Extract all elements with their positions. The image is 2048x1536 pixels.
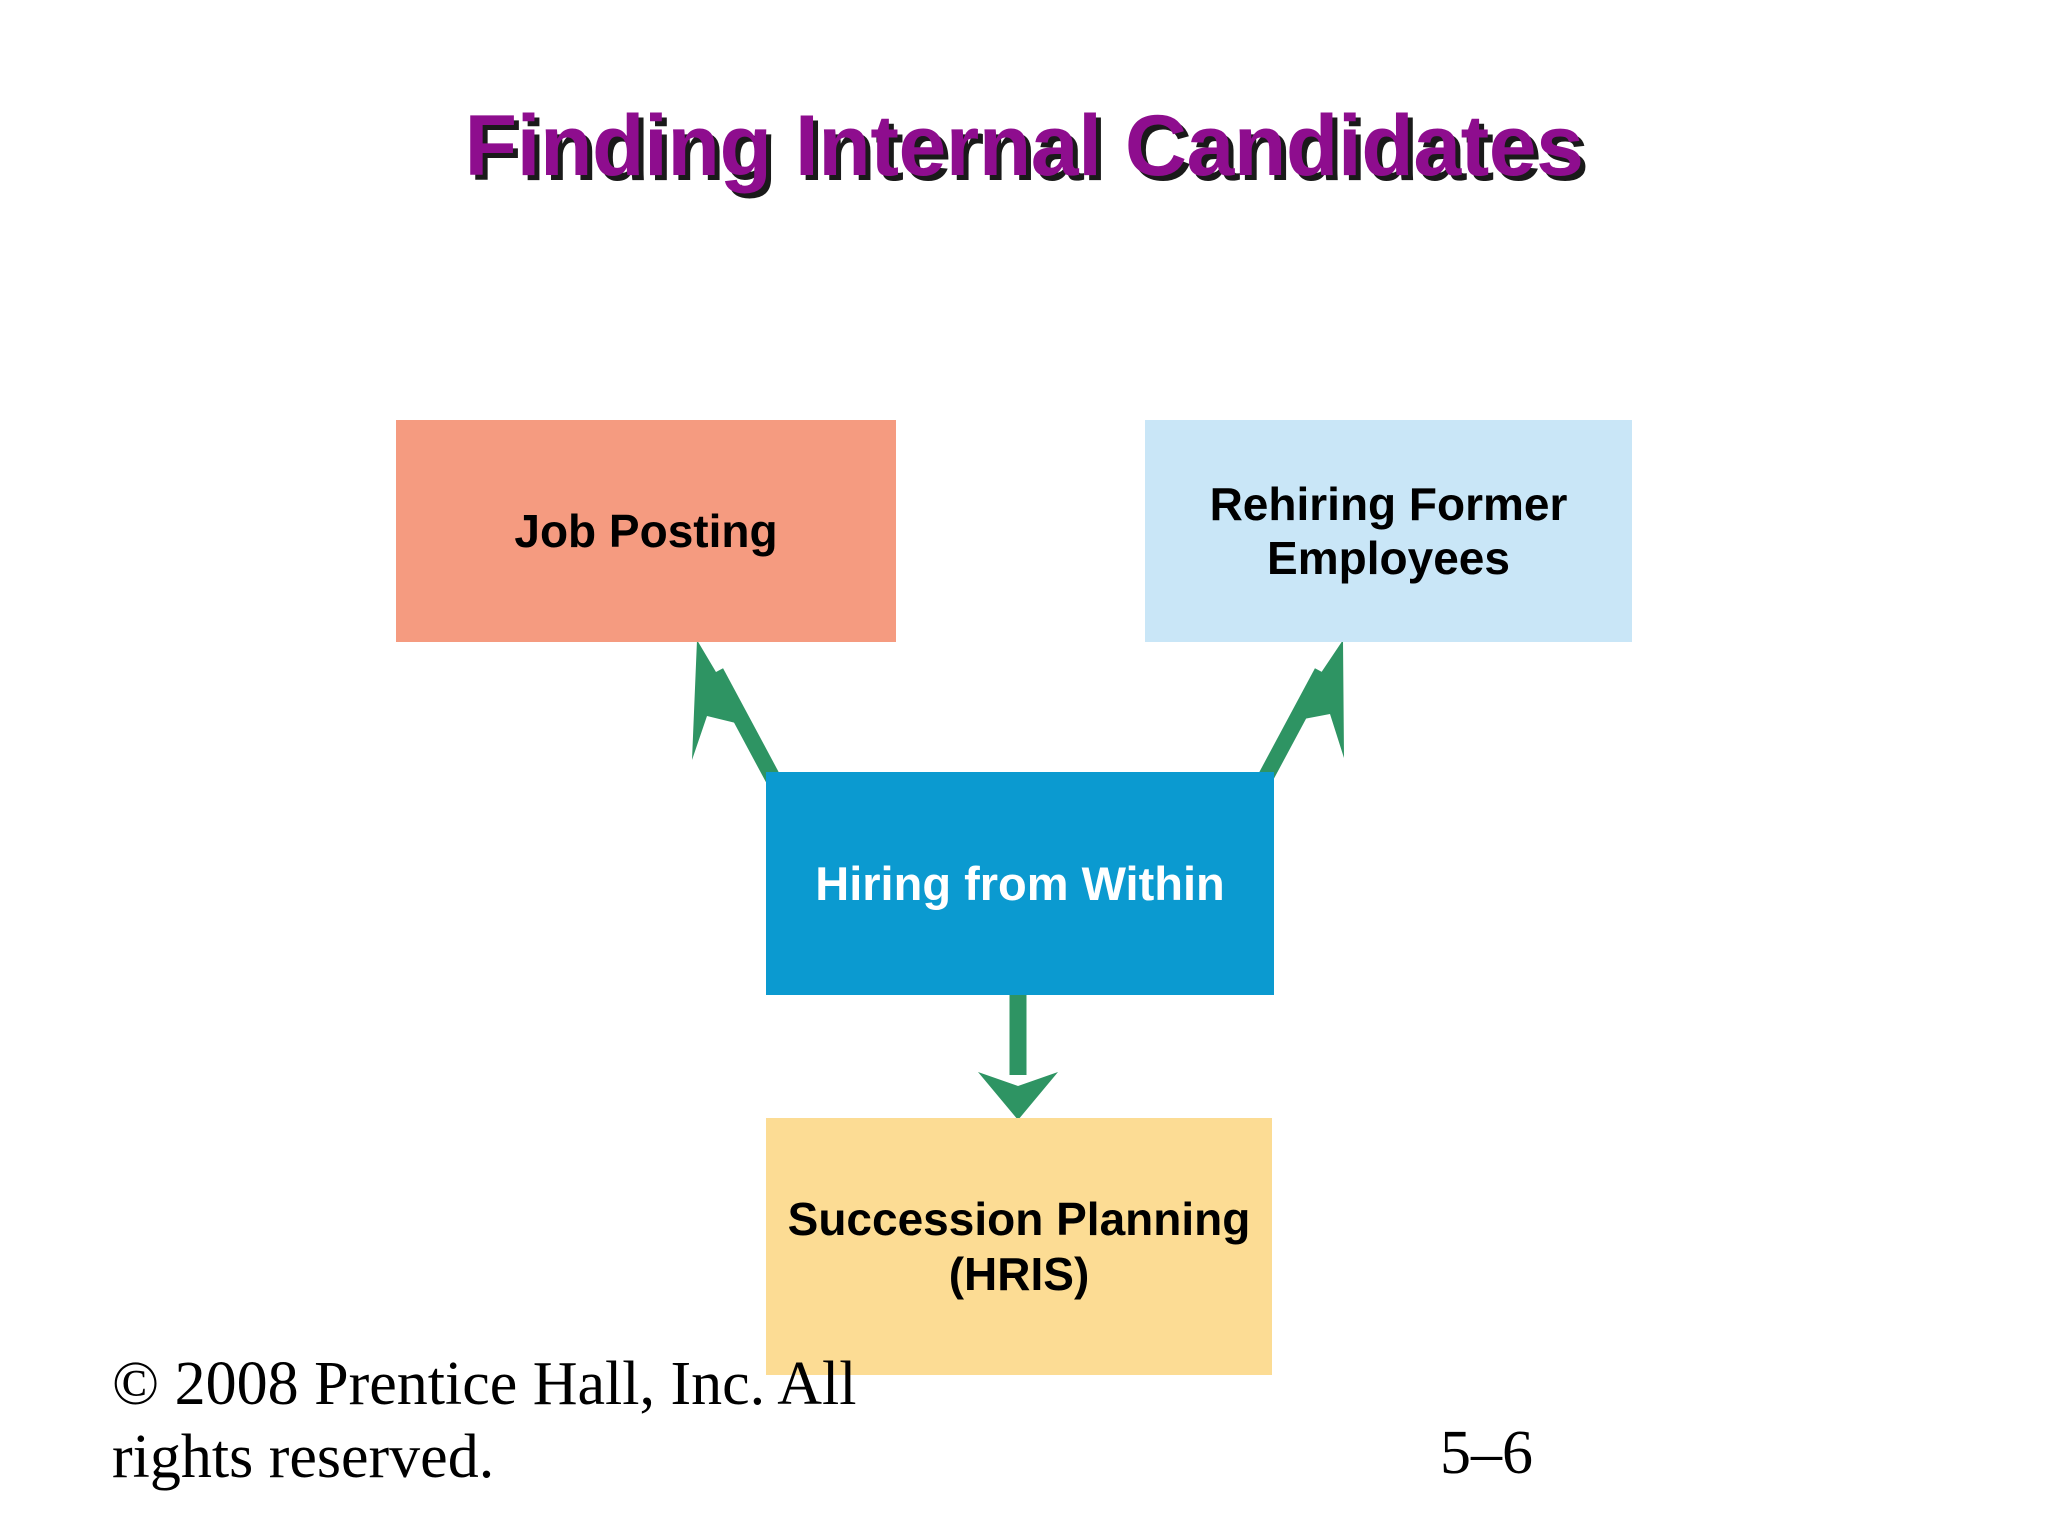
node-job-posting[interactable]: Job Posting: [396, 420, 896, 642]
page-number: 5–6: [1440, 1419, 1533, 1487]
node-job-posting-label: Job Posting: [514, 504, 778, 557]
node-rehiring-former-employees-label: Rehiring Former Employees: [1209, 477, 1568, 584]
node-hiring-from-within-label: Hiring from Within: [815, 856, 1225, 910]
arrow-hiring-to-succession: [978, 990, 1058, 1120]
page-title: Finding Internal Candidates: [464, 98, 1584, 194]
arrow-hiring-to-job-posting: [692, 640, 784, 788]
node-succession-planning[interactable]: Succession Planning (HRIS): [766, 1118, 1272, 1375]
node-rehiring-former-employees[interactable]: Rehiring Former Employees: [1145, 420, 1632, 642]
copyright-notice: © 2008 Prentice Hall, Inc. All rights re…: [112, 1350, 857, 1491]
node-hiring-from-within[interactable]: Hiring from Within: [766, 772, 1274, 995]
node-succession-planning-label: Succession Planning (HRIS): [787, 1193, 1251, 1300]
arrow-hiring-to-rehiring: [1254, 640, 1344, 788]
